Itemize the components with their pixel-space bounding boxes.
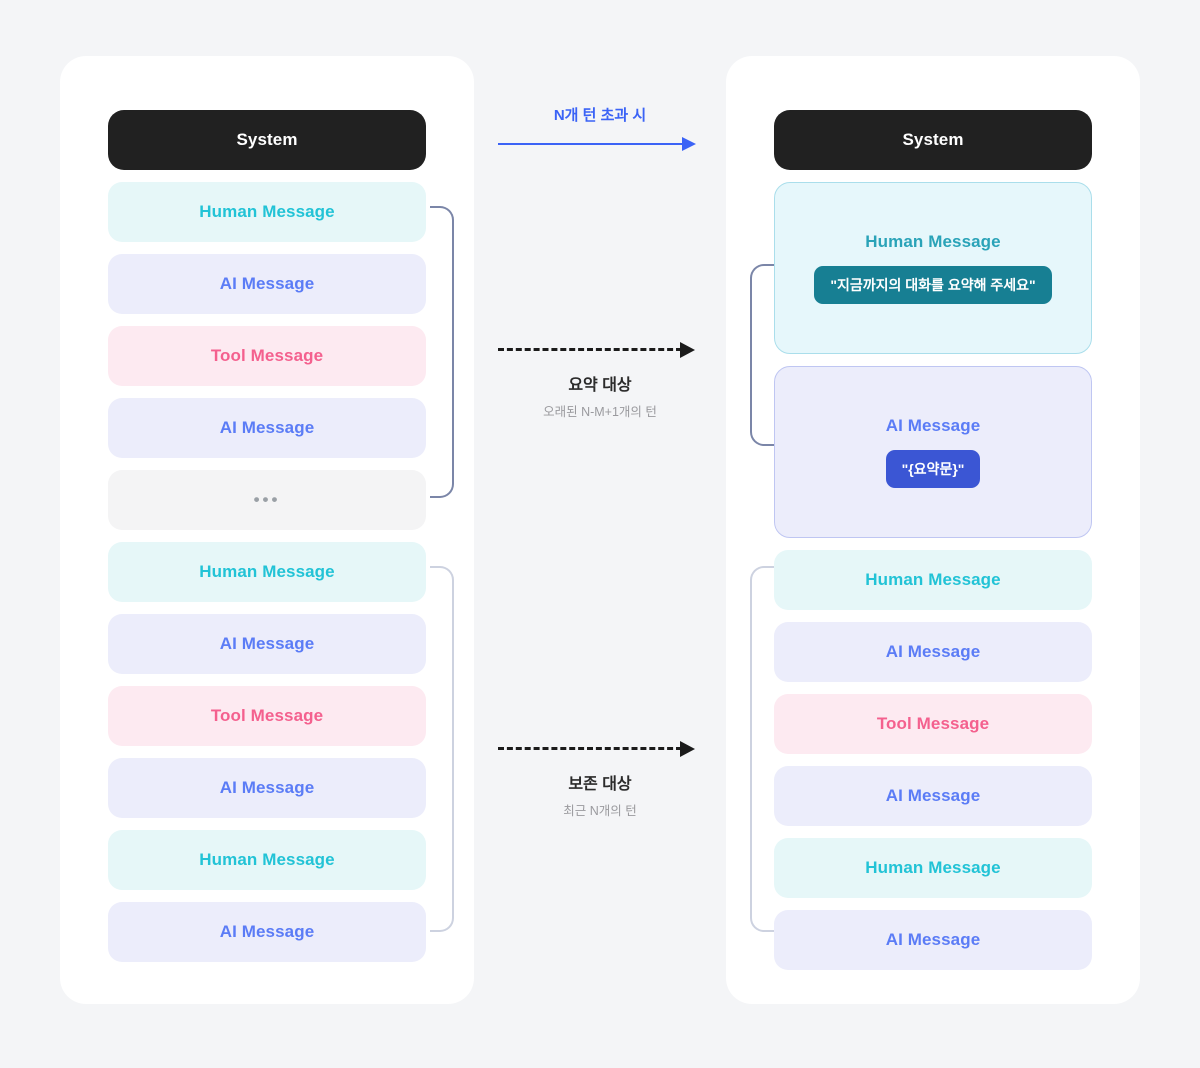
before-summarization-panel: System Human Message AI Message Tool Mes… (60, 56, 474, 1004)
summarize-group-bracket (430, 206, 454, 498)
overflow-arrow-group: N개 턴 초과 시 (480, 104, 720, 151)
summary-result-bracket (750, 264, 774, 446)
summary-ai-card[interactable]: AI Message "{요약문}" (774, 366, 1092, 538)
message-human[interactable]: Human Message (774, 550, 1092, 610)
arrow-line-dashed (498, 348, 682, 351)
retain-arrow-group: 보존 대상 최근 N개의 턴 (480, 741, 720, 819)
arrow-head-icon (682, 137, 696, 151)
message-tool[interactable]: Tool Message (774, 694, 1092, 754)
summarize-arrow-group: 요약 대상 오래된 N-M+1개의 턴 (480, 342, 720, 420)
arrow-head-icon (680, 741, 695, 757)
left-message-stack: System Human Message AI Message Tool Mes… (108, 110, 426, 962)
overflow-arrow-icon (480, 137, 720, 151)
arrow-line (498, 143, 684, 145)
arrow-head-icon (680, 342, 695, 358)
message-system[interactable]: System (774, 110, 1092, 170)
retain-arrow-icon (480, 741, 720, 757)
message-tool[interactable]: Tool Message (108, 326, 426, 386)
message-ai[interactable]: AI Message (774, 910, 1092, 970)
arrow-line-dashed (498, 747, 682, 750)
message-human[interactable]: Human Message (108, 542, 426, 602)
message-human[interactable]: Human Message (108, 830, 426, 890)
right-message-stack: System Human Message "지금까지의 대화를 요약해 주세요"… (774, 110, 1092, 970)
message-ellipsis: ••• (108, 470, 426, 530)
summarize-arrow-caption: 요약 대상 (568, 377, 632, 394)
summarize-arrow-subcaption: 오래된 N-M+1개의 턴 (543, 405, 657, 419)
message-ai[interactable]: AI Message (108, 758, 426, 818)
message-ai[interactable]: AI Message (774, 622, 1092, 682)
message-ai[interactable]: AI Message (108, 902, 426, 962)
overflow-arrow-caption: N개 턴 초과 시 (553, 107, 647, 124)
summary-human-card[interactable]: Human Message "지금까지의 대화를 요약해 주세요" (774, 182, 1092, 354)
summary-request-pill: "지금까지의 대화를 요약해 주세요" (814, 266, 1052, 304)
retain-arrow-subcaption: 최근 N개의 턴 (563, 804, 637, 818)
summary-ai-title: AI Message (885, 416, 981, 435)
message-human[interactable]: Human Message (108, 182, 426, 242)
summary-result-pill: "{요약문}" (885, 450, 981, 488)
message-ai[interactable]: AI Message (108, 614, 426, 674)
message-human[interactable]: Human Message (774, 838, 1092, 898)
summarize-arrow-icon (480, 342, 720, 358)
summary-human-title: Human Message (865, 232, 1001, 251)
after-summarization-panel: System Human Message "지금까지의 대화를 요약해 주세요"… (726, 56, 1140, 1004)
message-tool[interactable]: Tool Message (108, 686, 426, 746)
message-system[interactable]: System (108, 110, 426, 170)
message-ai[interactable]: AI Message (108, 254, 426, 314)
retain-arrow-caption: 보존 대상 (568, 776, 632, 793)
retain-group-bracket (430, 566, 454, 932)
retained-result-bracket (750, 566, 774, 932)
message-ai[interactable]: AI Message (108, 398, 426, 458)
message-ai[interactable]: AI Message (774, 766, 1092, 826)
